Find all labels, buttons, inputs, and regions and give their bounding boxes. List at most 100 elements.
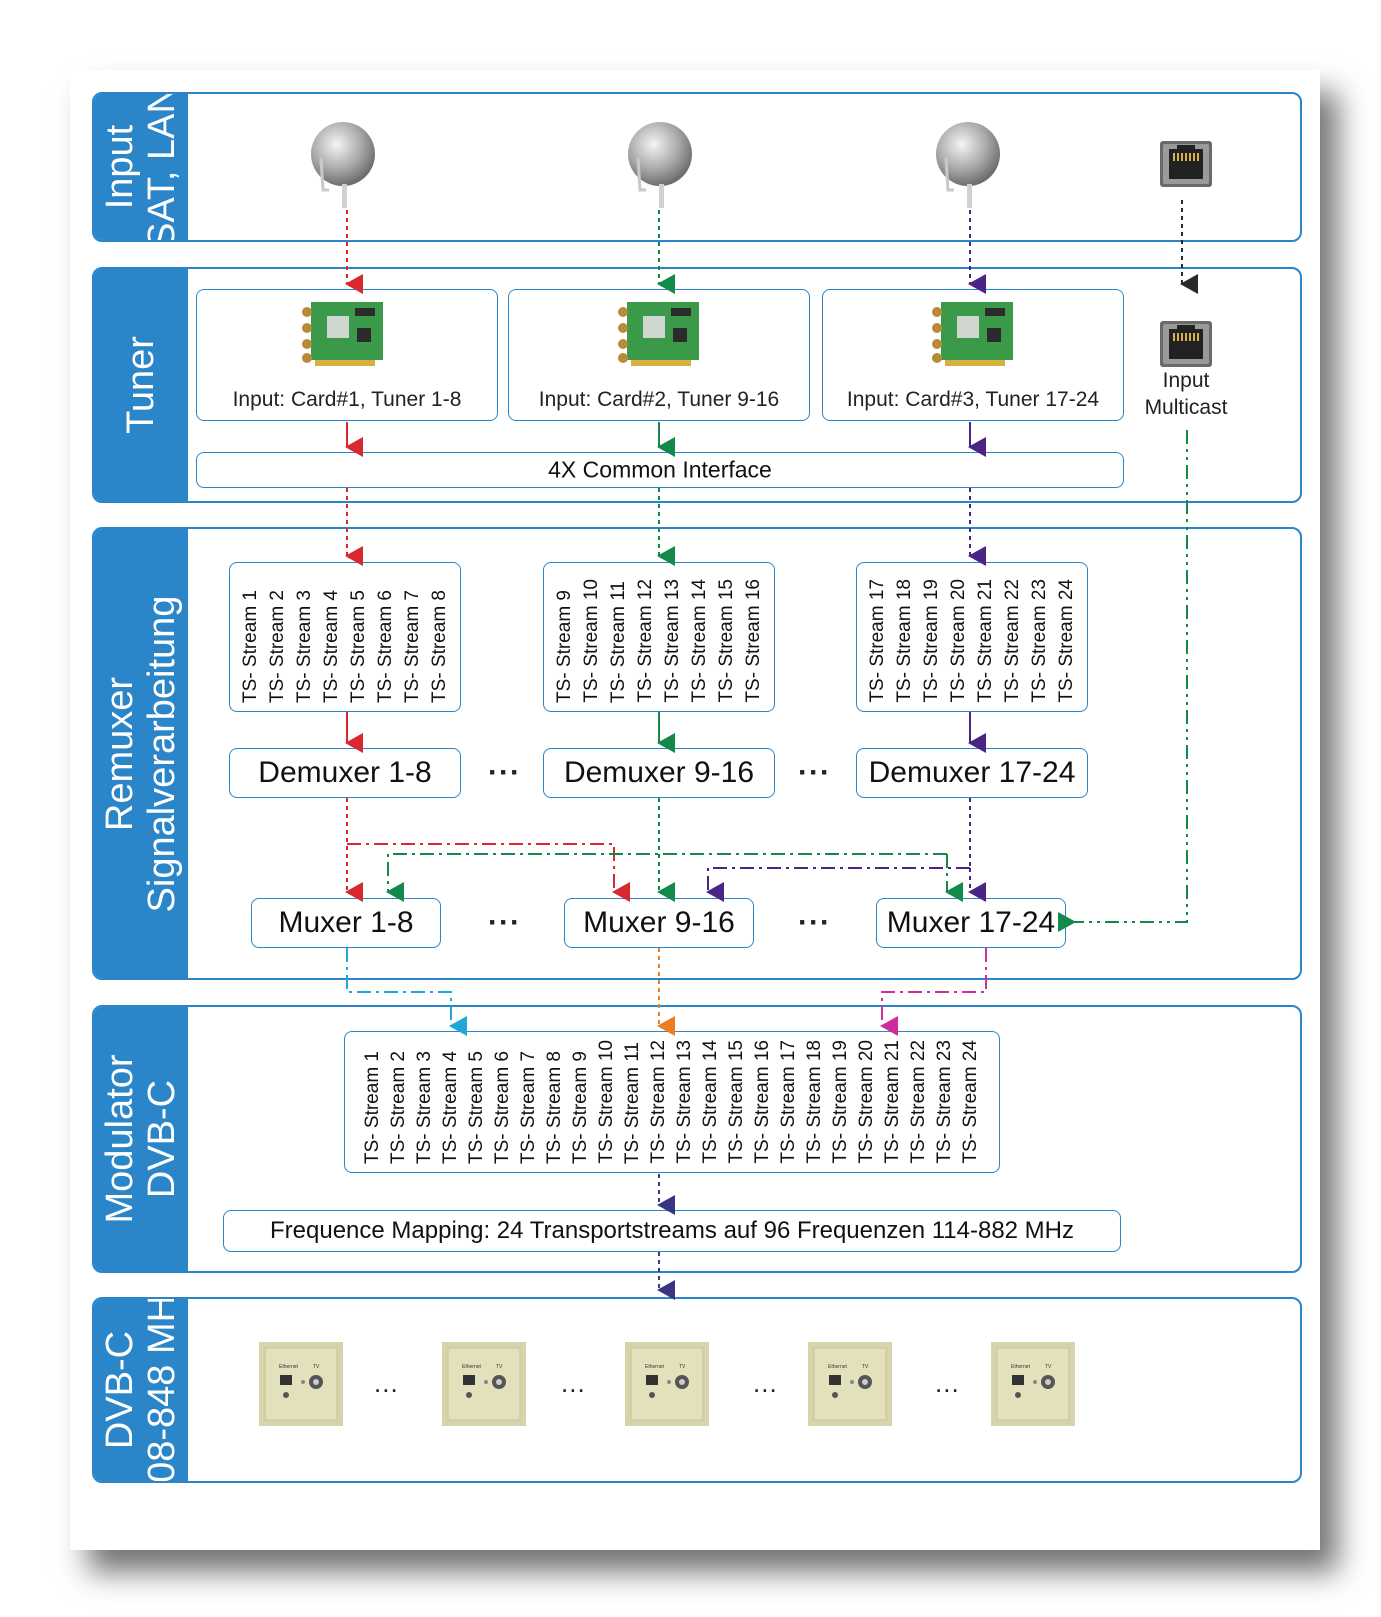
wall-outlet-icon: Ethernet TV — [625, 1342, 709, 1426]
outlet-ethernet-label: Ethernet — [828, 1364, 847, 1370]
stream-label: TS- Stream 5 — [466, 1051, 487, 1164]
outlet-tv-label: TV — [496, 1364, 503, 1370]
stream-list: TS- Stream 17 TS- Stream 18 TS- Stream 1… — [857, 563, 1087, 711]
stream-label: TS- Stream 14 — [700, 1040, 721, 1164]
wall-outlet-icon: Ethernet TV — [259, 1342, 343, 1426]
stream-label: TS- Stream 22 — [1002, 579, 1023, 703]
section-modulator-subtitle: DVB-C — [141, 1079, 183, 1199]
ethernet-port-icon — [1160, 321, 1212, 367]
stream-label: TS- Stream 6 — [375, 590, 396, 703]
satellite-dish-icon — [932, 118, 1002, 210]
outlet-tv-label: TV — [679, 1364, 686, 1370]
section-dvbc-title: DVB-C — [99, 1330, 141, 1450]
stream-label: TS- Stream 8 — [544, 1051, 565, 1164]
stream-list: TS- Stream 9 TS- Stream 10 TS- Stream 11… — [544, 563, 774, 711]
stream-label: TS- Stream 7 — [402, 590, 423, 703]
stream-label: TS- Stream 17 — [778, 1040, 799, 1164]
stream-label: TS- Stream 17 — [867, 579, 888, 703]
ellipsis: ... — [561, 1368, 586, 1398]
outlet-tv-label: TV — [862, 1364, 869, 1370]
multicast-label-line2: Multicast — [1144, 396, 1228, 419]
section-input-subtitle: SAT, LAN — [141, 92, 183, 242]
section-tuner-header: Tuner — [94, 269, 188, 501]
stream-label: TS- Stream 1 — [240, 590, 261, 703]
outlet-ethernet-label: Ethernet — [279, 1364, 298, 1370]
stream-label: TS- Stream 19 — [921, 579, 942, 703]
section-input-title: Input — [99, 124, 141, 210]
stream-label: TS- Stream 8 — [429, 590, 450, 703]
stream-label: TS- Stream 10 — [596, 1040, 617, 1164]
stream-label: TS- Stream 10 — [581, 579, 602, 703]
ellipsis: ··· — [798, 756, 831, 789]
tuner-card-label: Input: Card#3, Tuner 17-24 — [846, 388, 1100, 411]
stream-label: TS- Stream 2 — [267, 590, 288, 703]
multicast-label: Input Multicast — [1130, 367, 1242, 421]
stream-label: TS- Stream 13 — [662, 579, 683, 703]
stream-label: TS- Stream 6 — [492, 1051, 513, 1164]
ellipsis: ... — [935, 1368, 960, 1398]
ellipsis: ··· — [488, 906, 521, 939]
stream-label: TS- Stream 2 — [388, 1051, 409, 1164]
tuner-card-icon — [931, 298, 1015, 370]
stream-label: TS- Stream 4 — [440, 1051, 461, 1164]
stream-label: TS- Stream 21 — [882, 1040, 903, 1164]
muxer-box-3: Muxer 17-24 — [876, 898, 1066, 948]
demuxer-label: Demuxer 9-16 — [563, 756, 755, 789]
tuner-card-1: Input: Card#1, Tuner 1-8 — [196, 289, 498, 421]
stream-label: TS- Stream 3 — [294, 590, 315, 703]
stream-label: TS- Stream 4 — [321, 590, 342, 703]
stream-label: TS- Stream 9 — [570, 1051, 591, 1164]
stream-label: TS- Stream 16 — [752, 1040, 773, 1164]
ethernet-port-icon — [1160, 141, 1212, 187]
outlet-tv-label: TV — [313, 1364, 320, 1370]
wall-outlet-icon: Ethernet TV — [991, 1342, 1075, 1426]
tuner-card-icon — [301, 298, 385, 370]
stream-label: TS- Stream 1 — [362, 1051, 383, 1164]
ellipsis: ... — [753, 1368, 778, 1398]
stream-label: TS- Stream 7 — [518, 1051, 539, 1164]
muxer-box-1: Muxer 1-8 — [251, 898, 441, 948]
demuxer-box-3: Demuxer 17-24 — [856, 748, 1088, 798]
outlet-ethernet-label: Ethernet — [1011, 1364, 1030, 1370]
stream-label: TS- Stream 15 — [716, 579, 737, 703]
stream-label: TS- Stream 22 — [908, 1040, 929, 1164]
stream-label: TS- Stream 20 — [948, 579, 969, 703]
stream-label: TS- Stream 18 — [804, 1040, 825, 1164]
stream-label: TS- Stream 12 — [648, 1040, 669, 1164]
muxer-label: Muxer 9-16 — [583, 906, 735, 939]
stream-label: TS- Stream 12 — [635, 579, 656, 703]
demuxer-box-1: Demuxer 1-8 — [229, 748, 461, 798]
stream-label: TS- Stream 5 — [348, 590, 369, 703]
frequency-mapping-box: Frequence Mapping: 24 Transportstreams a… — [223, 1210, 1121, 1252]
stream-label: TS- Stream 9 — [554, 590, 575, 703]
stream-label: TS- Stream 20 — [856, 1040, 877, 1164]
tuner-card-2: Input: Card#2, Tuner 9-16 — [508, 289, 810, 421]
ellipsis: ··· — [488, 756, 521, 789]
demuxer-label: Demuxer 1-8 — [258, 756, 432, 789]
stream-group-1: TS- Stream 1 TS- Stream 2 TS- Stream 3 T… — [229, 562, 461, 712]
stream-label: TS- Stream 14 — [689, 579, 710, 703]
wall-outlet-icon: Ethernet TV — [808, 1342, 892, 1426]
stream-label: TS- Stream 11 — [608, 580, 629, 703]
satellite-dish-icon — [624, 118, 694, 210]
tuner-card-3: Input: Card#3, Tuner 17-24 — [822, 289, 1124, 421]
outlet-tv-label: TV — [1045, 1364, 1052, 1370]
outlet-ethernet-label: Ethernet — [645, 1364, 664, 1370]
stream-label: TS- Stream 21 — [975, 579, 996, 703]
tuner-card-label: Input: Card#1, Tuner 1-8 — [232, 388, 462, 411]
stream-label: TS- Stream 13 — [674, 1040, 695, 1164]
section-dvbc-subtitle: 108-848 MHz — [141, 1297, 183, 1483]
stream-label: TS- Stream 15 — [726, 1040, 747, 1164]
stream-label: TS- Stream 23 — [1029, 579, 1050, 703]
section-tuner-title: Tuner — [120, 336, 162, 434]
section-modulator-title: Modulator — [99, 1054, 141, 1224]
common-interface-box: 4X Common Interface — [196, 452, 1124, 488]
ellipsis: ... — [374, 1368, 399, 1398]
demuxer-label: Demuxer 17-24 — [868, 756, 1076, 789]
satellite-dish-icon — [307, 118, 377, 210]
stream-list: TS- Stream 1 TS- Stream 2 TS- Stream 3 T… — [230, 563, 460, 711]
tuner-card-icon — [617, 298, 701, 370]
demuxer-box-2: Demuxer 9-16 — [543, 748, 775, 798]
